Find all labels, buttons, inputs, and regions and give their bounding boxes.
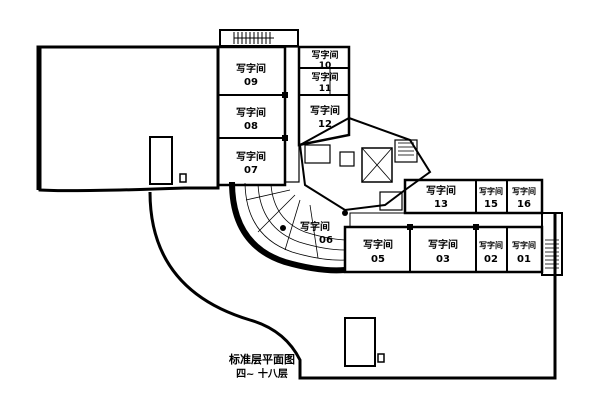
svg-text:写字间: 写字间 <box>300 220 330 233</box>
elevator-core <box>361 147 393 183</box>
column <box>282 92 288 98</box>
column <box>282 135 288 141</box>
svg-text:07: 07 <box>244 165 258 176</box>
roof-stair-treads <box>233 32 274 44</box>
svg-text:08: 08 <box>244 121 258 132</box>
atrium-radial <box>284 199 301 251</box>
atrium-radial <box>257 194 296 233</box>
svg-text:写字间: 写字间 <box>428 238 458 251</box>
svg-text:02: 02 <box>484 254 498 265</box>
svg-text:10: 10 <box>319 61 332 71</box>
room-02: 写字间 02 <box>479 240 503 265</box>
kiosk-bottom <box>344 317 376 367</box>
elevator-x <box>361 147 393 183</box>
core-block <box>298 116 432 212</box>
room-16: 写字间 16 <box>512 186 536 210</box>
svg-text:写字间: 写字间 <box>236 106 266 119</box>
atrium-radial <box>309 204 319 259</box>
room-05: 写字间 05 <box>363 238 393 265</box>
stair-core <box>394 139 418 163</box>
upper-right-wing <box>297 45 351 147</box>
corridor-right <box>349 212 543 228</box>
svg-text:11: 11 <box>319 84 332 94</box>
shaft <box>339 151 355 167</box>
room-12: 写字间 12 <box>310 104 340 130</box>
svg-text:15: 15 <box>484 199 498 210</box>
column-round <box>280 225 286 231</box>
room-06: 写字间 06 <box>300 220 333 246</box>
room-09: 写字间 09 <box>236 62 266 88</box>
atrium-arc-outer <box>229 181 346 274</box>
svg-text:写字间: 写字间 <box>310 104 340 117</box>
svg-text:13: 13 <box>434 199 448 210</box>
kiosk-left <box>149 136 173 185</box>
column <box>407 224 413 230</box>
room-15: 写字间 15 <box>479 186 503 210</box>
svg-text:03: 03 <box>436 254 450 265</box>
svg-text:01: 01 <box>517 254 531 265</box>
column <box>473 224 479 230</box>
stair-east <box>541 212 563 276</box>
stair-core-treads <box>398 142 414 156</box>
svg-text:05: 05 <box>371 254 385 265</box>
atrium-radial <box>245 189 291 201</box>
toilet-block <box>304 144 331 164</box>
kiosk-left-post <box>179 173 187 183</box>
svg-text:写字间: 写字间 <box>236 150 266 163</box>
stair-east-treads <box>545 239 559 269</box>
kiosk-bottom-post <box>377 353 385 363</box>
svg-text:写字间: 写字间 <box>512 186 536 196</box>
room-13: 写字间 13 <box>426 184 456 210</box>
core-aux <box>379 191 403 211</box>
svg-text:写字间: 写字间 <box>479 186 503 196</box>
podium-outline <box>148 191 557 380</box>
room-08: 写字间 08 <box>236 106 266 132</box>
room-01: 写字间 01 <box>512 240 536 265</box>
corridor-left <box>284 46 300 183</box>
atrium-arc-inner <box>257 183 346 251</box>
atrium-arc-inner2 <box>270 184 346 241</box>
atrium-arc-mid <box>244 182 346 261</box>
column-round <box>342 210 348 216</box>
room-11: 写字间 11 <box>311 71 338 94</box>
plan-title: 标准层平面图 <box>228 352 295 366</box>
svg-text:写字间: 写字间 <box>512 240 536 250</box>
svg-text:09: 09 <box>244 77 258 88</box>
room-07: 写字间 07 <box>236 150 266 176</box>
site-outline <box>36 45 220 193</box>
room-10: 写字间 10 <box>311 49 338 71</box>
svg-text:写字间: 写字间 <box>311 71 338 83</box>
room-03: 写字间 03 <box>428 238 458 265</box>
svg-text:写字间: 写字间 <box>363 238 393 251</box>
svg-text:写字间: 写字间 <box>479 240 503 250</box>
svg-text:写字间: 写字间 <box>311 49 338 61</box>
plan-subtitle: 四~ 十八层 <box>236 367 288 380</box>
svg-text:12: 12 <box>318 119 332 130</box>
svg-text:写字间: 写字间 <box>236 62 266 75</box>
svg-text:16: 16 <box>517 199 531 210</box>
svg-text:写字间: 写字间 <box>426 184 456 197</box>
svg-text:06: 06 <box>319 235 333 246</box>
